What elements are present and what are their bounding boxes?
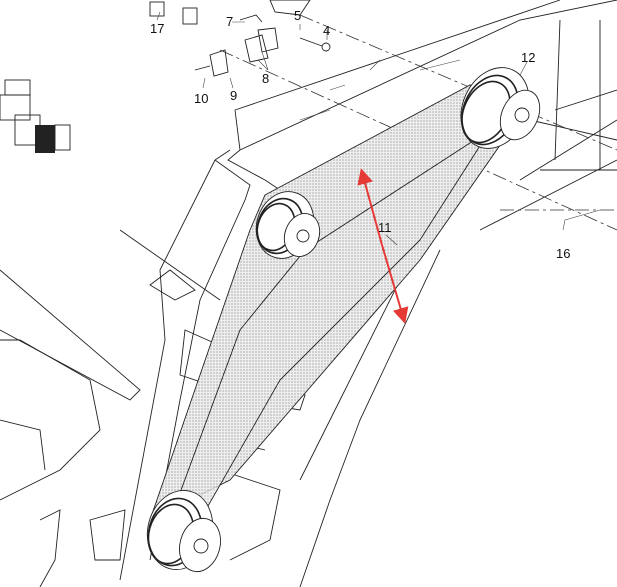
exploded-parts (149, 0, 331, 77)
callout-17: 17 (150, 21, 164, 36)
middle-pulley (255, 191, 321, 259)
callout-10: 10 (194, 91, 208, 106)
drive-belt (149, 84, 536, 521)
tension-arrow-lower (381, 244, 409, 324)
callout-7: 7 (226, 14, 233, 29)
top-pulley (460, 67, 541, 149)
tension-arrow (357, 168, 383, 246)
callout-9: 9 (230, 88, 237, 103)
callout-11: 11 (378, 220, 392, 235)
valve-block (0, 79, 71, 153)
callout-4: 4 (323, 23, 330, 38)
callout-12: 12 (521, 50, 535, 65)
bottom-pulley (146, 490, 221, 573)
callout-5: 5 (294, 8, 301, 23)
callout-8: 8 (262, 71, 269, 86)
leader-lines (156, 11, 601, 246)
callout-16: 16 (556, 246, 570, 261)
